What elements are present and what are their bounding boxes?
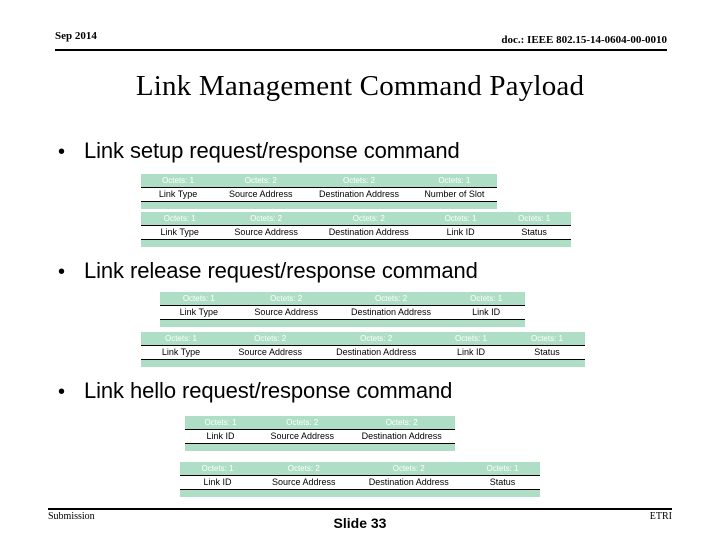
field-cell: Link Type bbox=[179, 308, 219, 317]
octets-cell: Octets: 1 bbox=[444, 214, 477, 223]
octets-cell: Octets: 1 bbox=[162, 176, 195, 185]
octets-header-row: Octets: 1 Octets: 2 Octets: 2 bbox=[185, 416, 455, 429]
octets-cell: Octets: 1 bbox=[164, 334, 197, 343]
bullet-label: Link release request/response command bbox=[84, 258, 478, 283]
bullet-label: Link setup request/response command bbox=[84, 138, 460, 163]
header-document-id: doc.: IEEE 802.15-14-0604-00-0010 bbox=[501, 34, 667, 46]
footer-divider bbox=[48, 508, 672, 510]
field-cell: Destination Address bbox=[319, 190, 400, 199]
bullet-dot-icon: • bbox=[58, 141, 66, 163]
octets-cell: Octets: 1 bbox=[470, 294, 503, 303]
field-cell: Destination Address bbox=[336, 348, 417, 357]
table-bottom-band bbox=[180, 490, 540, 497]
field-cell: Destination Address bbox=[368, 478, 449, 487]
bullet-label: Link hello request/response command bbox=[84, 378, 453, 403]
payload-table-link-hello-response: Octets: 1 Octets: 2 Octets: 2 Octets: 1 Link… bbox=[180, 462, 540, 497]
field-cell: Link ID bbox=[472, 308, 501, 317]
octets-cell: Octets: 2 bbox=[286, 418, 319, 427]
table-bottom-band bbox=[185, 444, 455, 451]
octets-cell: Octets: 1 bbox=[438, 176, 471, 185]
field-cell: Destination Address bbox=[350, 308, 432, 317]
field-cell: Link Type bbox=[158, 190, 198, 199]
field-name-row: Link Type Source Address Destination Addre… bbox=[141, 345, 585, 360]
bullet-item: • Link release request/response command bbox=[58, 258, 478, 284]
field-cell: Status bbox=[521, 228, 547, 237]
octets-cell: Octets: 2 bbox=[343, 176, 376, 185]
octets-cell: Octets: 1 bbox=[201, 464, 234, 473]
octets-header-row: Octets: 1 Octets: 2 Octets: 2 Octets: 1 Octe… bbox=[141, 332, 585, 345]
octets-cell: Octets: 1 bbox=[530, 334, 563, 343]
footer-organization: ETRI bbox=[649, 511, 672, 522]
octets-cell: Octets: 2 bbox=[360, 334, 393, 343]
bullet-item: • Link setup request/response command bbox=[58, 138, 460, 164]
octets-cell: Octets: 1 bbox=[204, 418, 237, 427]
octets-cell: Octets: 2 bbox=[250, 214, 283, 223]
slide-number: Slide 33 bbox=[333, 515, 387, 531]
field-cell: Status bbox=[534, 348, 560, 357]
field-name-row: Link Type Source Address Destination Addre… bbox=[141, 187, 497, 202]
table-bottom-band bbox=[141, 360, 585, 367]
field-cell: Destination Address bbox=[361, 432, 442, 441]
octets-cell: Octets: 2 bbox=[375, 294, 408, 303]
field-cell: Link ID bbox=[203, 478, 232, 487]
octets-cell: Octets: 2 bbox=[270, 294, 303, 303]
field-cell: Source Address bbox=[270, 432, 334, 441]
field-cell: Link ID bbox=[446, 228, 475, 237]
octets-header-row: Octets: 1 Octets: 2 Octets: 2 Octets: 1 bbox=[141, 174, 497, 187]
bullet-item: • Link hello request/response command bbox=[58, 378, 452, 404]
octets-header-row: Octets: 1 Octets: 2 Octets: 2 Octets: 1 bbox=[180, 462, 540, 475]
field-cell: Source Address bbox=[238, 348, 302, 357]
slide-footer: Submission Slide 33 ETRI bbox=[48, 508, 672, 538]
field-name-row: Link Type Source Address Destination Addre… bbox=[141, 225, 571, 240]
field-cell: Link ID bbox=[206, 432, 235, 441]
header-date: Sep 2014 bbox=[55, 30, 97, 42]
octets-cell: Octets: 1 bbox=[163, 214, 196, 223]
field-cell: Source Address bbox=[234, 228, 298, 237]
field-cell: Link Type bbox=[160, 228, 199, 237]
octets-cell: Octets: 2 bbox=[352, 214, 385, 223]
octets-cell: Octets: 1 bbox=[182, 294, 215, 303]
page-title: Link Management Command Payload bbox=[135, 70, 585, 102]
octets-cell: Octets: 2 bbox=[254, 334, 287, 343]
field-cell: Link ID bbox=[456, 348, 485, 357]
octets-cell: Octets: 2 bbox=[287, 464, 320, 473]
octets-cell: Octets: 1 bbox=[454, 334, 487, 343]
payload-table-link-hello-request: Octets: 1 Octets: 2 Octets: 2 Link ID Source… bbox=[185, 416, 455, 451]
field-cell: Source Address bbox=[271, 478, 336, 487]
octets-cell: Octets: 1 bbox=[486, 464, 519, 473]
bullet-dot-icon: • bbox=[58, 381, 66, 403]
payload-table-link-release-response: Octets: 1 Octets: 2 Octets: 2 Octets: 1 Octe… bbox=[141, 332, 585, 367]
field-name-row: Link Type Source Address Destination Addre… bbox=[160, 305, 525, 320]
table-bottom-band bbox=[160, 320, 525, 327]
octets-header-row: Octets: 1 Octets: 2 Octets: 2 Octets: 1 bbox=[160, 292, 525, 305]
footer-submission-label: Submission bbox=[48, 511, 95, 522]
payload-table-link-release-request: Octets: 1 Octets: 2 Octets: 2 Octets: 1 Link… bbox=[160, 292, 525, 327]
field-cell: Status bbox=[489, 478, 516, 487]
field-name-row: Link ID Source Address Destination Address bbox=[185, 429, 455, 444]
header-divider bbox=[55, 49, 667, 51]
slide-header: Sep 2014 doc.: IEEE 802.15-14-0604-00-00… bbox=[55, 30, 667, 52]
octets-cell: Octets: 1 bbox=[518, 214, 551, 223]
table-bottom-band bbox=[141, 240, 571, 247]
payload-table-link-setup-request: Octets: 1 Octets: 2 Octets: 2 Octets: 1 Link… bbox=[141, 174, 497, 209]
octets-cell: Octets: 2 bbox=[385, 418, 418, 427]
table-bottom-band bbox=[141, 202, 497, 209]
field-name-row: Link ID Source Address Destination Address… bbox=[180, 475, 540, 490]
octets-cell: Octets: 2 bbox=[244, 176, 277, 185]
octets-cell: Octets: 2 bbox=[392, 464, 425, 473]
bullet-dot-icon: • bbox=[58, 261, 66, 283]
octets-header-row: Octets: 1 Octets: 2 Octets: 2 Octets: 1 Octe… bbox=[141, 212, 571, 225]
field-cell: Source Address bbox=[228, 190, 293, 199]
payload-table-link-setup-response: Octets: 1 Octets: 2 Octets: 2 Octets: 1 Octe… bbox=[141, 212, 571, 247]
field-cell: Destination Address bbox=[328, 228, 409, 237]
field-cell: Source Address bbox=[254, 308, 318, 317]
field-cell: Link Type bbox=[161, 348, 201, 357]
field-cell: Number of Slot bbox=[424, 190, 485, 199]
